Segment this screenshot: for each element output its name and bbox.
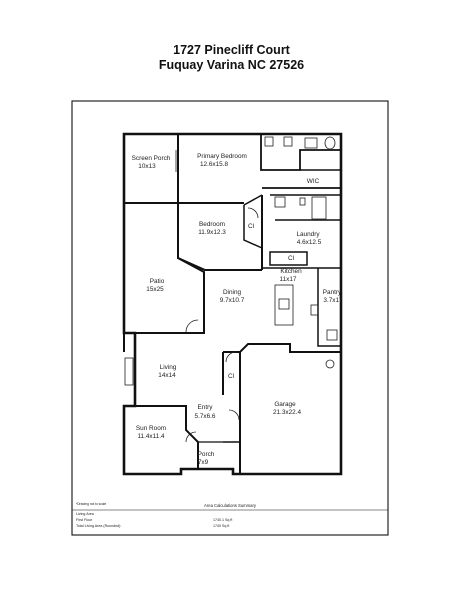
- room-name-primary-bedroom: Primary Bedroom: [197, 153, 247, 160]
- room-name-pantry: Pantry: [323, 289, 342, 296]
- room-name-patio: Patio: [150, 278, 165, 285]
- room-name-living: Living: [160, 364, 177, 371]
- room-dim-porch: 7x9: [198, 459, 209, 466]
- address-line-2: Fuquay Varina NC 27526: [158, 58, 305, 72]
- room-dim-laundry: 4.6x12.5: [297, 239, 322, 246]
- room-name-porch: Porch: [198, 451, 215, 458]
- total-living-area-value: 1740 Sq ft: [213, 524, 229, 528]
- disclaimer: *Drawing not to scale: [76, 502, 106, 506]
- room-name-closet-3: Cl: [228, 373, 234, 380]
- total-living-area-label: Total Living Area (Rounded):: [76, 524, 121, 528]
- room-name-screen-porch: Screen Porch: [132, 155, 171, 162]
- room-dim-dining: 9.7x10.7: [220, 297, 245, 304]
- room-dim-bedroom: 11.9x12.3: [198, 229, 226, 236]
- fixtures: [124, 136, 338, 443]
- first-floor-label: First Floor: [76, 518, 93, 522]
- address-line-1: 1727 Pinecliff Court: [173, 43, 290, 57]
- room-dim-sun-room: 11.4x11.4: [137, 433, 165, 440]
- living-area-heading: Living Area: [76, 512, 94, 516]
- room-name-kitchen: Kitchen: [280, 268, 302, 275]
- room-labels: Screen Porch 10x13 Primary Bedroom 12.6x…: [132, 153, 343, 466]
- room-dim-living: 14x14: [158, 372, 176, 379]
- room-dim-pantry: 3.7x17: [323, 297, 343, 304]
- room-name-dining: Dining: [223, 289, 242, 296]
- room-dim-primary-bedroom: 12.6x15.8: [200, 161, 229, 168]
- room-dim-garage: 21.3x22.4: [273, 409, 302, 416]
- room-dim-patio: 15x25: [146, 286, 164, 293]
- page-frame: [71, 100, 389, 536]
- room-name-entry: Entry: [198, 404, 214, 411]
- room-dim-screen-porch: 10x13: [138, 163, 156, 170]
- room-name-sun-room: Sun Room: [136, 425, 166, 432]
- room-name-bedroom: Bedroom: [199, 221, 225, 228]
- walls: [122, 132, 343, 476]
- room-name-garage: Garage: [274, 401, 296, 408]
- summary-title: Area Calculations Summary: [204, 503, 257, 508]
- room-dim-entry: 5.7x6.6: [195, 413, 216, 420]
- first-floor-value: 1740.1 Sq ft: [213, 518, 232, 522]
- room-name-closet-1: Cl: [248, 223, 254, 230]
- room-name-laundry: Laundry: [296, 231, 320, 238]
- room-name-closet-2: Cl: [288, 255, 294, 262]
- room-dim-kitchen: 11x17: [280, 276, 297, 283]
- room-name-wic: WIC: [307, 178, 320, 185]
